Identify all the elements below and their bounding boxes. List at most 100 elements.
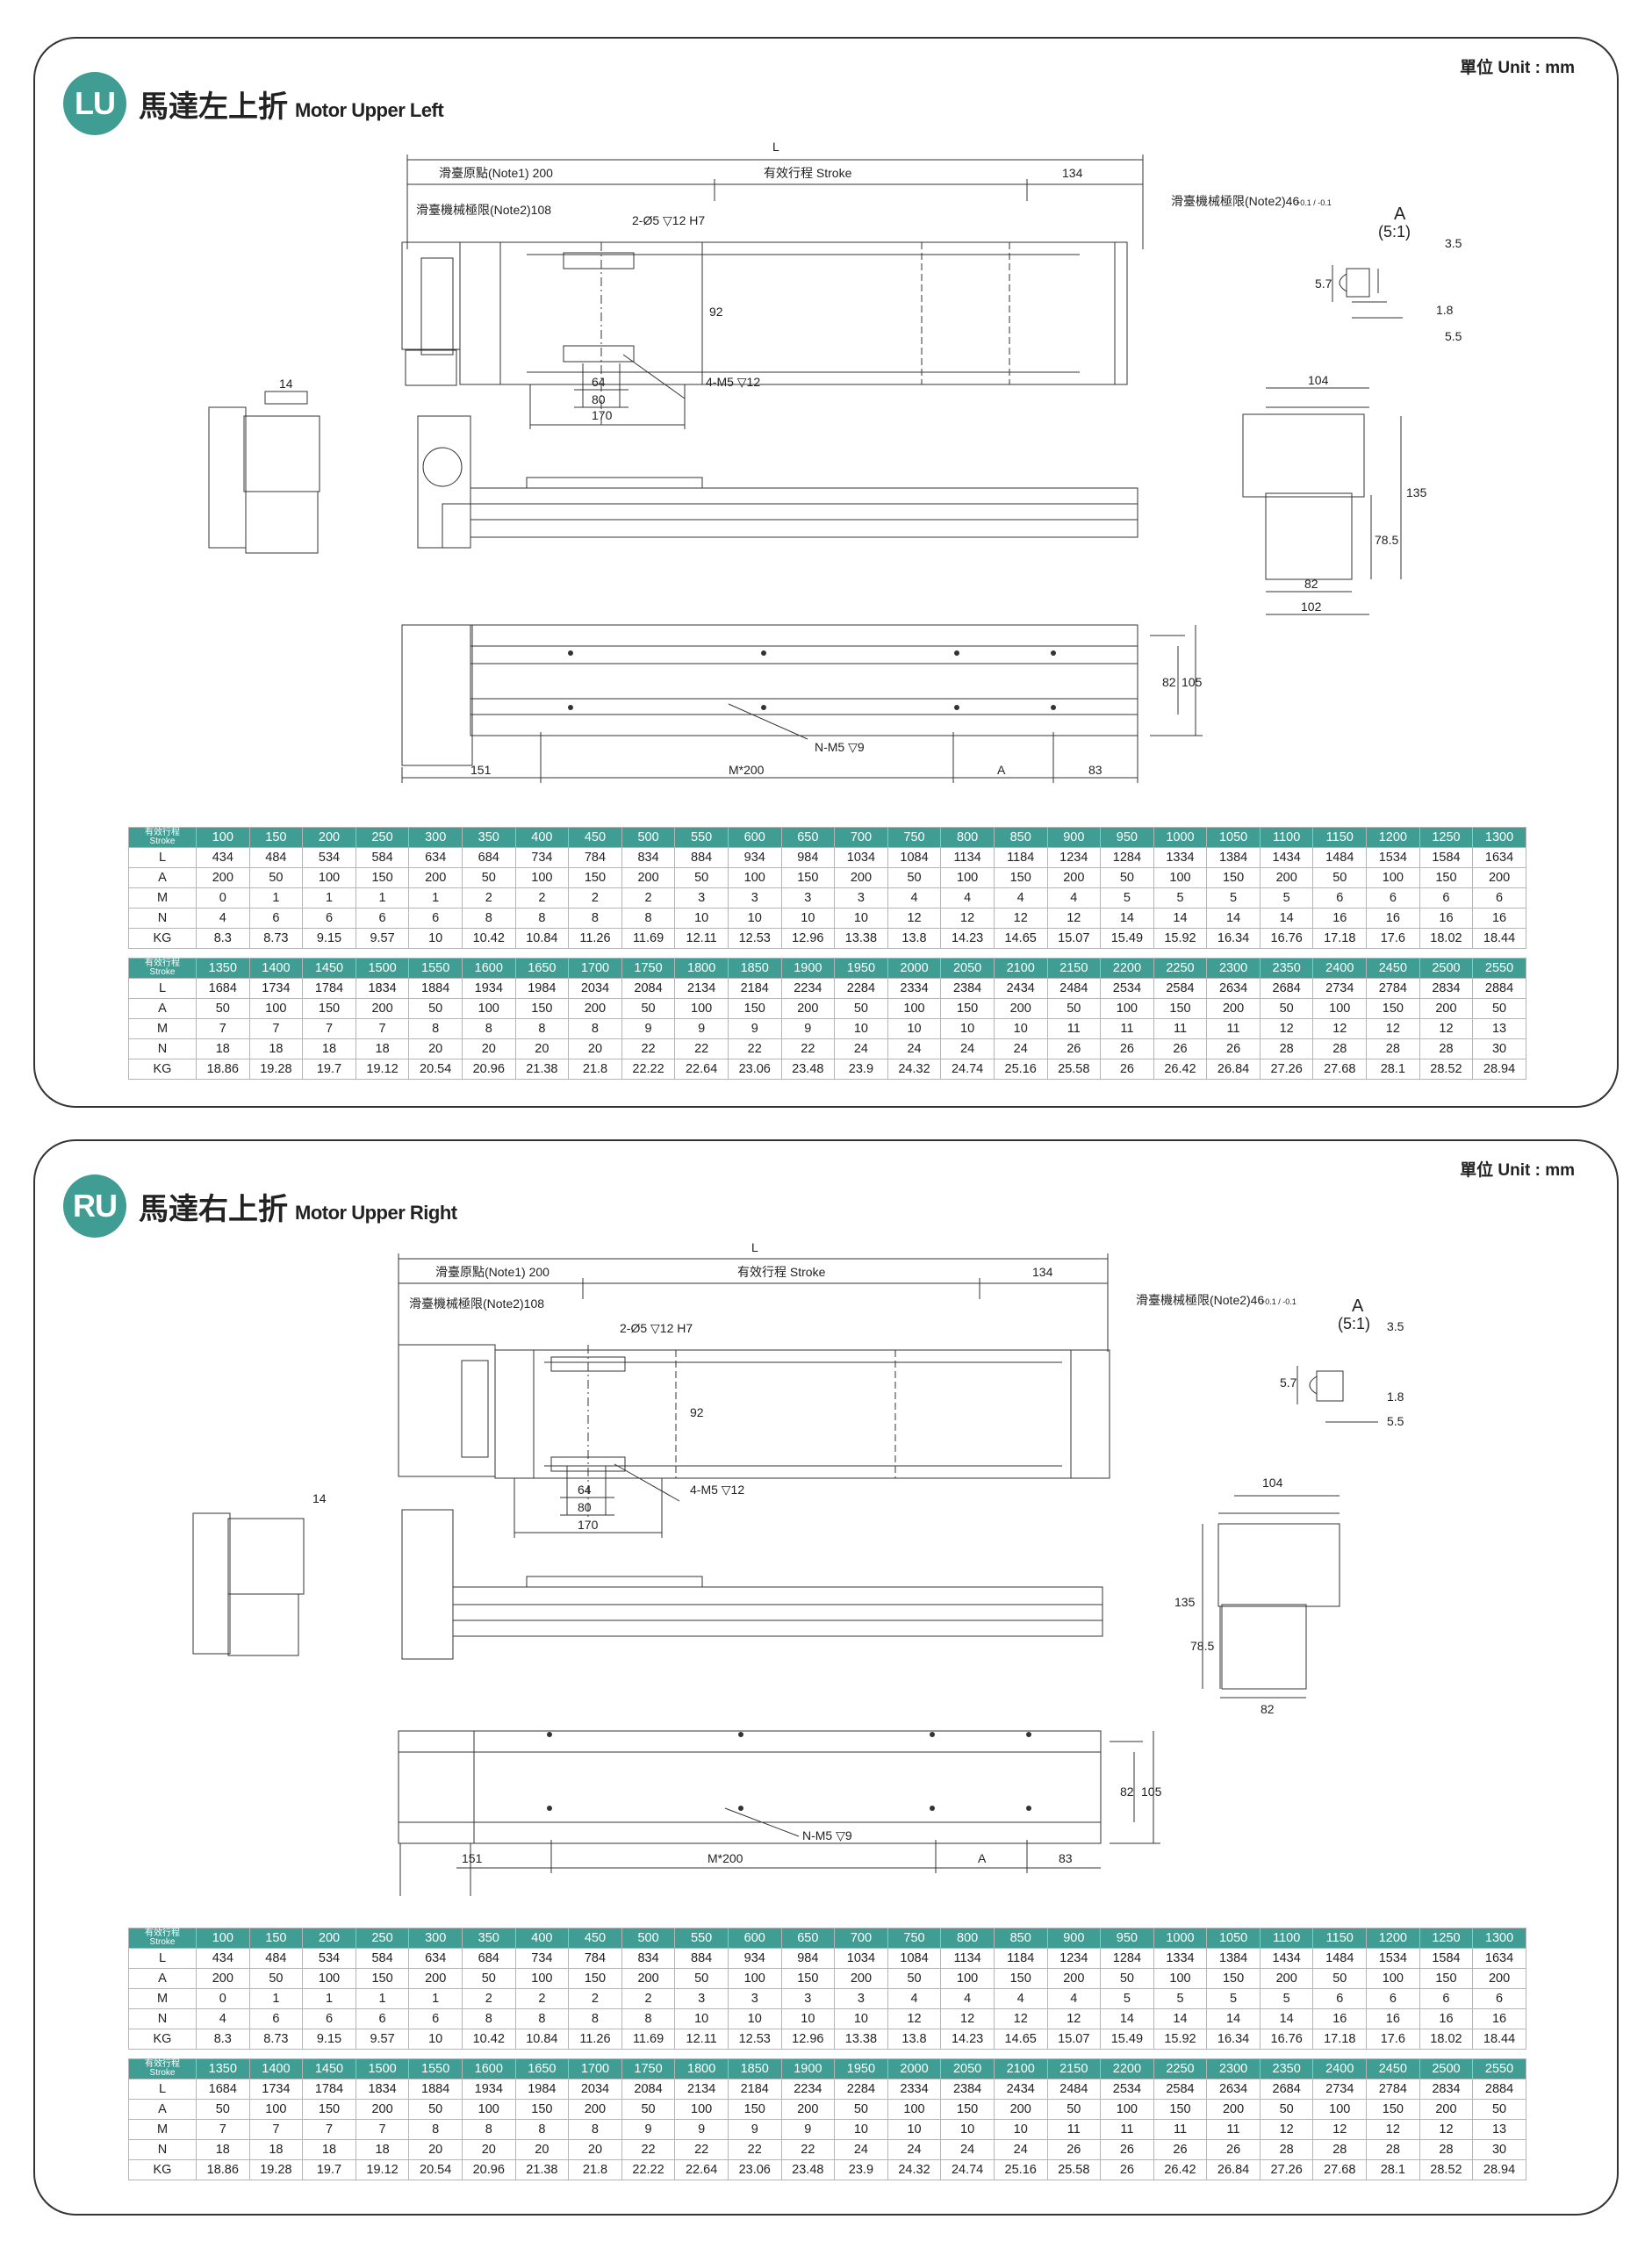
table-cell: 19.7 [302, 1059, 356, 1080]
row-label: A [128, 867, 197, 888]
stroke-header-cell: 2450 [1366, 2058, 1420, 2079]
table-cell: 2234 [780, 2079, 836, 2100]
dim-104: 104 [1308, 373, 1329, 387]
table-cell: 150 [355, 1968, 410, 1989]
table-cell: 200 [1046, 867, 1102, 888]
stroke-header-cell: 1050 [1206, 1928, 1261, 1949]
table-cell: 24 [993, 1038, 1048, 1059]
stroke-header-cell: 850 [993, 827, 1048, 848]
table-cell: 30 [1472, 1038, 1526, 1059]
table-cell: 200 [1419, 998, 1474, 1019]
stroke-header-cell: 1550 [408, 958, 463, 979]
stroke-header-cell: 2000 [887, 958, 942, 979]
table-cell: 20 [408, 1038, 463, 1059]
title-en: Motor Upper Left [295, 99, 444, 121]
dim-nm5: N-M5 ▽9 [802, 1828, 852, 1842]
table-cell: 2084 [621, 2079, 676, 2100]
table-cell: 50 [461, 867, 516, 888]
table-cell: 2434 [993, 2079, 1048, 2100]
dim-64: 64 [578, 1483, 592, 1497]
table-cell: 2 [514, 887, 570, 909]
table-cell: 1384 [1206, 847, 1261, 868]
table-cell: 200 [1259, 1968, 1314, 1989]
table-cell: 22 [621, 2139, 676, 2160]
dim-5-7: 5.7 [1315, 277, 1332, 291]
table-cell: 12 [1259, 2119, 1314, 2140]
table-cell: 9 [674, 1018, 729, 1039]
table-cell: 4 [940, 1988, 995, 2009]
table-cell: 9.15 [302, 928, 356, 949]
table-cell: 12.11 [674, 2029, 729, 2050]
table-cell: 15.49 [1100, 2029, 1154, 2050]
table-cell: 2284 [834, 978, 888, 999]
table-cell: 11 [1206, 1018, 1261, 1039]
table-cell: 12.11 [674, 928, 729, 949]
table-cell: 100 [1366, 1968, 1420, 1989]
row-label: KG [128, 928, 197, 949]
stroke-header-cell: 950 [1100, 1928, 1154, 1949]
table-cell: 6 [302, 2008, 356, 2029]
stroke-header-cell: 1250 [1419, 1928, 1474, 1949]
stroke-header-cell: 250 [355, 1928, 410, 1949]
table-cell: 21.8 [568, 1059, 622, 1080]
stroke-header-en: Stroke [149, 967, 176, 977]
table-cell: 28 [1259, 1038, 1314, 1059]
table-cell: 1 [408, 887, 463, 909]
technical-drawing-lu: L 滑臺原點(Note1) 200 有效行程 Stroke 134 滑臺機械極限… [208, 140, 1462, 783]
dim-5-7: 5.7 [1280, 1375, 1297, 1390]
table-cell: 12 [1046, 2008, 1102, 2029]
table-cell: 7 [302, 2119, 356, 2140]
stroke-header-cell: 2000 [887, 2058, 942, 2079]
table-cell: 3 [834, 887, 888, 909]
table-cell: 23.06 [727, 1059, 782, 1080]
stroke-header-cell: 150 [248, 827, 304, 848]
table-cell: 8 [568, 2008, 622, 2029]
table-cell: 11 [1100, 2119, 1154, 2140]
table-cell: 150 [355, 867, 410, 888]
table-cell: 50 [196, 2099, 250, 2120]
table-cell: 17.18 [1312, 2029, 1368, 2050]
stroke-header-cell: 350 [461, 1928, 516, 1949]
table-cell: 5 [1206, 887, 1261, 909]
table-cell: 8 [461, 1018, 516, 1039]
table-cell: 16 [1366, 908, 1420, 929]
table-cell: 18 [248, 1038, 304, 1059]
stroke-header-cell: 2250 [1153, 958, 1208, 979]
detail-scale: (5:1) [1338, 1315, 1370, 1332]
table-cell: 100 [1153, 867, 1208, 888]
dim-m5: 4-M5 ▽12 [706, 375, 760, 389]
dim-92: 92 [709, 305, 723, 319]
table-cell: 19.28 [248, 1059, 304, 1080]
stroke-header-cell: 2250 [1153, 2058, 1208, 2079]
table-cell: 28.1 [1366, 2159, 1420, 2180]
stroke-header-cell: 100 [196, 1928, 250, 1949]
table-cell: 1034 [834, 1948, 888, 1969]
table-cell: 1084 [887, 847, 942, 868]
dim-note1: 滑臺原點(Note1) 200 [435, 1265, 549, 1279]
table-cell: 22 [727, 1038, 782, 1059]
table-cell: 100 [302, 867, 356, 888]
table-cell: 23.9 [834, 2159, 888, 2180]
table-cell: 5 [1153, 887, 1208, 909]
table-cell: 28.52 [1419, 2159, 1474, 2180]
table-cell: 15.49 [1100, 928, 1154, 949]
dim-3-5: 3.5 [1387, 1319, 1404, 1333]
table-cell: 150 [1206, 1968, 1261, 1989]
table-cell: 13.38 [834, 928, 888, 949]
table-cell: 1 [248, 1988, 304, 2009]
table-cell: 2034 [568, 978, 622, 999]
table-cell: 22 [727, 2139, 782, 2160]
table-cell: 13 [1472, 1018, 1526, 1039]
table-cell: 4 [196, 2008, 250, 2029]
stroke-header-cell: 1400 [248, 2058, 304, 2079]
dim-105: 105 [1182, 675, 1203, 689]
unit-label: 單位 Unit : mm [1460, 59, 1575, 77]
table-cell: 50 [248, 867, 304, 888]
dim-5-5: 5.5 [1387, 1414, 1404, 1428]
